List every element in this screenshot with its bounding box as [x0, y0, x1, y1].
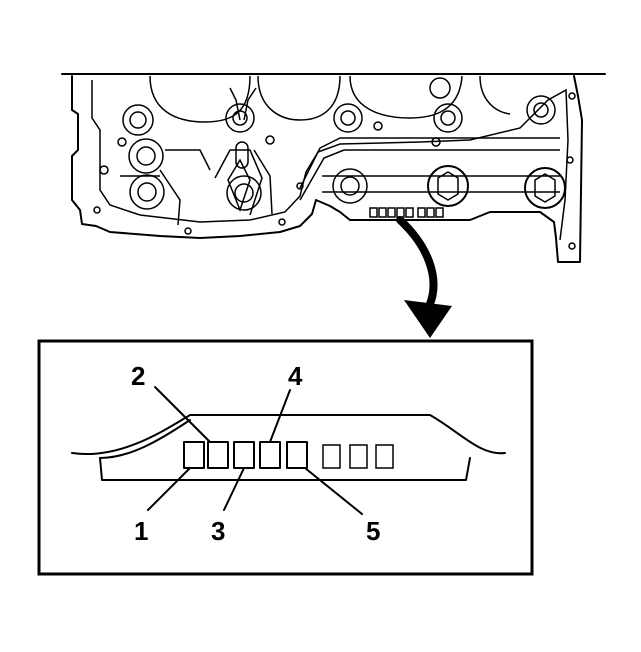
engine-block-view: [61, 73, 606, 263]
callout-5: 5: [366, 516, 380, 546]
hex-bolts: [427, 165, 566, 209]
code-box-6: [322, 444, 341, 469]
leader-3: [223, 467, 245, 511]
leader-2: [154, 386, 211, 443]
code-boxes: [183, 441, 394, 469]
pad-upper-curve: [99, 419, 191, 459]
block-code-marks: [369, 207, 444, 218]
curved-arrow-icon: [396, 216, 452, 338]
oil-rail: [299, 137, 560, 201]
detail-frame: [37, 339, 534, 576]
cylinder-bore-4: [479, 75, 511, 115]
leader-5: [304, 467, 363, 515]
leader-1: [147, 467, 191, 511]
code-box-3: [233, 441, 255, 469]
code-box-1: [183, 441, 205, 469]
callout-1: 1: [134, 516, 148, 546]
leader-lines: [147, 386, 363, 515]
code-box-5: [286, 441, 308, 469]
code-box-2: [207, 441, 229, 469]
cylinder-bore-2: [257, 75, 341, 121]
code-box-4: [259, 441, 281, 469]
block-flange: [91, 80, 569, 241]
callout-2: 2: [131, 361, 145, 391]
block-outline: [71, 75, 583, 263]
cylinder-bore-1: [149, 75, 251, 123]
code-box-8: [375, 444, 394, 469]
bolt-bosses: [122, 77, 556, 211]
detail-inset: 2 4 1 3 5: [37, 339, 534, 576]
small-holes: [93, 92, 576, 250]
rib-center-left: [214, 149, 263, 216]
callout-4: 4: [288, 361, 303, 391]
pad-face: [99, 457, 471, 481]
cylinder-bore-3: [349, 75, 463, 119]
rib-left: [120, 149, 211, 226]
code-box-7: [349, 444, 368, 469]
pad-outline: [71, 414, 506, 456]
leader-4: [269, 389, 291, 443]
callout-3: 3: [211, 516, 225, 546]
oval-slot: [235, 141, 249, 169]
